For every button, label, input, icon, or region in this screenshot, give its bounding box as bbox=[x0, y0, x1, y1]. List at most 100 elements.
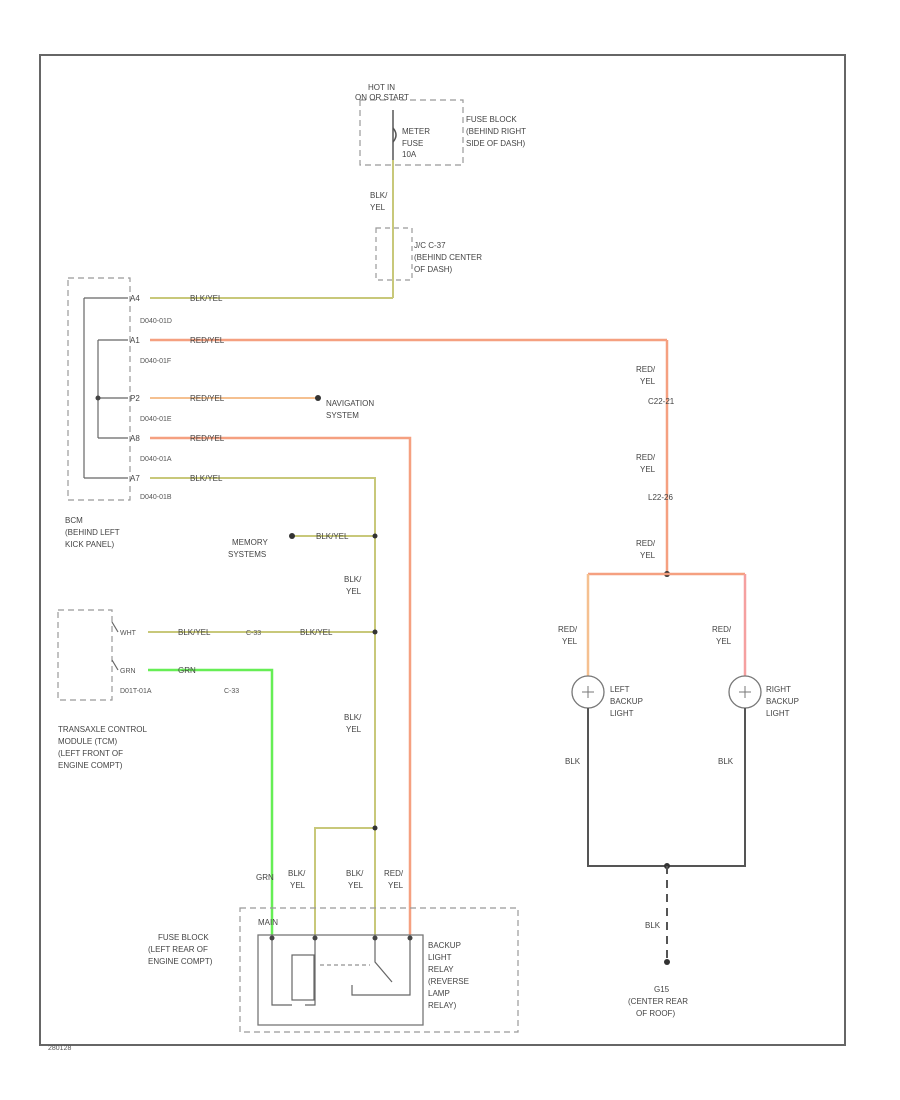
red-yel-1a: RED/ bbox=[636, 365, 656, 374]
fuse-block-label-1: FUSE BLOCK bbox=[466, 115, 517, 124]
tcm-label-4: ENGINE COMPT) bbox=[58, 761, 123, 770]
ground-label-1: G15 bbox=[654, 985, 670, 994]
relay-switch bbox=[374, 938, 393, 983]
relay-label-2: LIGHT bbox=[428, 953, 452, 962]
jc-box bbox=[375, 227, 413, 281]
blk-right: BLK bbox=[718, 757, 734, 766]
wire-a7-label: BLK/YEL bbox=[190, 474, 223, 483]
right-backup-3: LIGHT bbox=[766, 709, 790, 718]
wire-split bbox=[314, 827, 375, 935]
relay-label-6: RELAY) bbox=[428, 1001, 457, 1010]
wire-memory-label: BLK/YEL bbox=[316, 532, 349, 541]
relay-box bbox=[257, 934, 424, 1026]
red-yel-3b: YEL bbox=[640, 551, 656, 560]
wire-blk-2: BLK/ bbox=[344, 575, 362, 584]
main-fb-2: FUSE BLOCK bbox=[158, 933, 209, 942]
left-red-2: YEL bbox=[562, 637, 578, 646]
c33-a: C-33 bbox=[246, 630, 261, 637]
relay-label-4: (REVERSE bbox=[428, 977, 469, 986]
wire-a8-label: RED/YEL bbox=[190, 434, 225, 443]
conn-d-label: D040-01D bbox=[140, 318, 172, 325]
memory-label-1: MEMORY bbox=[232, 538, 269, 547]
meter-fuse-label-1: METER bbox=[402, 127, 430, 136]
main-fb-1: MAIN bbox=[258, 918, 278, 927]
right-backup-1: RIGHT bbox=[766, 685, 791, 694]
conn-c2221: C22-21 bbox=[648, 397, 675, 406]
main-fb-4: ENGINE COMPT) bbox=[148, 957, 213, 966]
main-fuse-block-box bbox=[239, 907, 519, 1033]
blk-ground: BLK bbox=[645, 921, 661, 930]
conn-tcm: D01T-01A bbox=[120, 688, 152, 695]
bcm-label-1: BCM bbox=[65, 516, 83, 525]
relay-blk-2: BLK/ bbox=[346, 869, 364, 878]
wire-label-yel: YEL bbox=[370, 203, 386, 212]
nav-label-1: NAVIGATION bbox=[326, 399, 374, 408]
red-yel-2b: YEL bbox=[640, 465, 656, 474]
relay-red-1: RED/ bbox=[384, 869, 404, 878]
pin-a8: A8 bbox=[130, 434, 140, 443]
relay-coil bbox=[291, 954, 315, 1001]
wire-yel-2: YEL bbox=[346, 587, 362, 596]
wire-p2-label: RED/YEL bbox=[190, 394, 225, 403]
pin-p2: P2 bbox=[130, 394, 140, 403]
ground-label-2: (CENTER REAR bbox=[628, 997, 688, 1006]
relay-blk-1: BLK/ bbox=[288, 869, 306, 878]
tcm-pin-2: GRN bbox=[120, 668, 136, 675]
right-red-1: RED/ bbox=[712, 625, 732, 634]
red-yel-3a: RED/ bbox=[636, 539, 656, 548]
figure-code: 280128 bbox=[48, 1045, 71, 1052]
fuse-block-box bbox=[359, 99, 464, 166]
on-or-start-label: ON OR START bbox=[355, 93, 409, 102]
tcm-pin-1: WHT bbox=[120, 630, 137, 637]
ground-point bbox=[664, 959, 670, 965]
relay-yel-1: YEL bbox=[290, 881, 306, 890]
nav-label-2: SYSTEM bbox=[326, 411, 359, 420]
right-backup-2: BACKUP bbox=[766, 697, 799, 706]
tcm-label-2: MODULE (TCM) bbox=[58, 737, 117, 746]
conn-l2226: L22-26 bbox=[648, 493, 673, 502]
ground-label-3: OF ROOF) bbox=[636, 1009, 675, 1018]
wire-a1-label: RED/YEL bbox=[190, 336, 225, 345]
wire-grn-label: GRN bbox=[178, 666, 196, 675]
relay-label-5: LAMP bbox=[428, 989, 450, 998]
wire-tcm-label-1: BLK/YEL bbox=[178, 628, 211, 637]
left-backup-1: LEFT bbox=[610, 685, 630, 694]
jc-label-1: J/C C-37 bbox=[414, 241, 446, 250]
tcm-label-3: (LEFT FRONT OF bbox=[58, 749, 123, 758]
jc-label-2: (BEHIND CENTER bbox=[414, 253, 482, 262]
red-yel-2a: RED/ bbox=[636, 453, 656, 462]
frame bbox=[39, 54, 846, 1046]
grn-top: GRN bbox=[256, 873, 274, 882]
wire-tcm-label-2: BLK/YEL bbox=[300, 628, 333, 637]
pin-a7: A7 bbox=[130, 474, 140, 483]
fuse-block-label-2: (BEHIND RIGHT bbox=[466, 127, 526, 136]
main-fb-3: (LEFT REAR OF bbox=[148, 945, 208, 954]
pin-a1: A1 bbox=[130, 336, 140, 345]
meter-fuse-symbol bbox=[392, 127, 397, 143]
right-red-2: YEL bbox=[716, 637, 732, 646]
wire-blk-3: BLK/ bbox=[344, 713, 362, 722]
wire-a4-label: BLK/YEL bbox=[190, 294, 223, 303]
c33-b: C-33 bbox=[224, 688, 239, 695]
blk-left: BLK bbox=[565, 757, 581, 766]
left-backup-3: LIGHT bbox=[610, 709, 634, 718]
bcm-label-3: KICK PANEL) bbox=[65, 540, 115, 549]
relay-yel-2: YEL bbox=[348, 881, 364, 890]
fuse-block-label-3: SIDE OF DASH) bbox=[466, 139, 525, 148]
jc-label-3: OF DASH) bbox=[414, 265, 453, 274]
pin-a4: A4 bbox=[130, 294, 140, 303]
left-red-1: RED/ bbox=[558, 625, 578, 634]
meter-fuse-label-3: 10A bbox=[402, 150, 417, 159]
bcm-label-2: (BEHIND LEFT bbox=[65, 528, 120, 537]
wire-label-blk: BLK/ bbox=[370, 191, 388, 200]
wire-a7 bbox=[150, 477, 376, 935]
wire-tcm-grn bbox=[148, 668, 274, 935]
meter-fuse-label-2: FUSE bbox=[402, 139, 423, 148]
tcm-box bbox=[57, 609, 113, 701]
left-backup-2: BACKUP bbox=[610, 697, 643, 706]
wire-a8 bbox=[150, 436, 412, 935]
conn-b-label: D040-01B bbox=[140, 494, 172, 501]
hot-in-label: HOT IN bbox=[368, 83, 395, 92]
